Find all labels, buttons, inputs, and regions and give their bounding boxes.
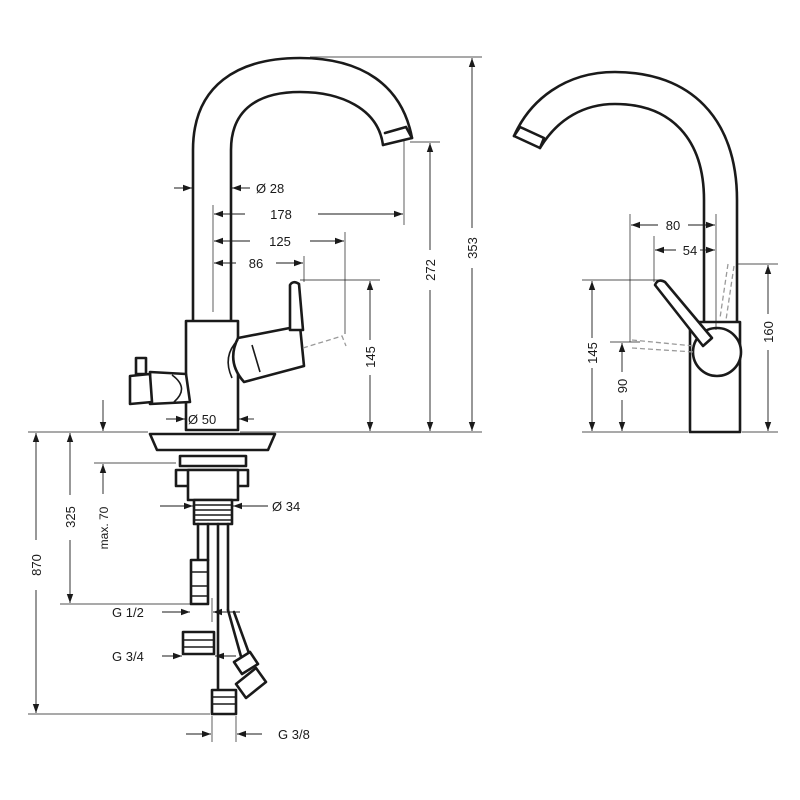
lever-block bbox=[231, 324, 306, 384]
hose-left bbox=[196, 522, 210, 562]
label-g38: G 3/8 bbox=[278, 727, 310, 742]
lever-ghost bbox=[302, 335, 347, 349]
connector-angled bbox=[234, 666, 268, 700]
side-dim-145: 145 bbox=[585, 342, 600, 364]
dim-reach-178: 178 bbox=[270, 207, 292, 222]
side-lever bbox=[653, 279, 714, 348]
dim-spout-diameter: Ø 28 bbox=[256, 181, 284, 196]
dim-height-353: 353 bbox=[465, 237, 480, 259]
dim-reach-86: 86 bbox=[249, 256, 263, 271]
base-flange bbox=[148, 432, 277, 452]
dim-reach-125: 125 bbox=[269, 234, 291, 249]
lever-handle bbox=[288, 280, 305, 332]
dim-325: 325 bbox=[63, 506, 78, 528]
mounting-connections bbox=[148, 432, 277, 716]
dim-total-870: 870 bbox=[29, 554, 44, 576]
mounting-nut bbox=[178, 454, 248, 468]
spout-outer bbox=[191, 56, 414, 322]
connector-g34 bbox=[181, 630, 216, 656]
side-spout-outer bbox=[512, 70, 739, 324]
hose-right bbox=[216, 522, 230, 692]
front-view-faucet bbox=[128, 56, 414, 432]
dim-thread-diameter: Ø 34 bbox=[272, 499, 300, 514]
side-dim-160: 160 bbox=[761, 321, 776, 343]
spout-inner bbox=[229, 90, 385, 322]
spout-tip bbox=[381, 125, 414, 147]
dim-max-70: max. 70 bbox=[97, 506, 111, 549]
side-dim-90: 90 bbox=[615, 379, 630, 393]
dim-base-diameter: Ø 50 bbox=[188, 412, 216, 427]
dim-height-272: 272 bbox=[423, 259, 438, 281]
label-g12: G 1/2 bbox=[112, 605, 144, 620]
side-view-dimensions: 80 54 145 90 160 bbox=[582, 214, 778, 433]
connection-dimensions: 870 325 max. 70 Ø 34 G 1/2 G 3/4 G 3/8 bbox=[28, 400, 310, 742]
connector-g38 bbox=[210, 688, 238, 716]
dim-height-145: 145 bbox=[363, 346, 378, 368]
side-dim-54: 54 bbox=[683, 243, 697, 258]
front-view-dimensions: Ø 28 178 125 86 145 272 bbox=[166, 56, 482, 433]
connector-g12 bbox=[189, 558, 210, 606]
label-g34: G 3/4 bbox=[112, 649, 144, 664]
side-spout-inner bbox=[538, 102, 706, 324]
side-lever-ghost bbox=[719, 263, 735, 321]
side-dim-80: 80 bbox=[666, 218, 680, 233]
valve-knob bbox=[148, 370, 192, 406]
side-view-faucet bbox=[512, 70, 743, 434]
